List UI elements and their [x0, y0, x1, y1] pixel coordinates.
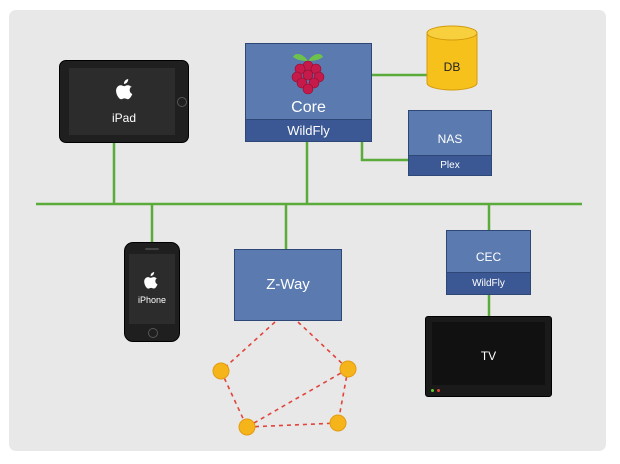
cec-runtime-label: WildFly	[472, 278, 505, 289]
iphone-label: iPhone	[137, 295, 167, 305]
cec-sub-label: WildFly	[447, 272, 530, 294]
zway-node: Z-Way	[234, 249, 342, 321]
apple-logo-icon	[116, 79, 133, 100]
db-node	[426, 25, 478, 91]
core-label: Core	[291, 99, 326, 116]
core-nas-link	[360, 142, 408, 162]
tv-screen	[432, 322, 545, 385]
cec-node: CEC WildFly	[446, 230, 531, 295]
nas-sub-label: Plex	[409, 155, 491, 175]
core-runtime-label: WildFly	[287, 123, 330, 138]
tv-power-light-green	[431, 389, 434, 392]
mesh-link	[220, 321, 276, 372]
core-node: Core WildFly	[245, 43, 372, 142]
zway-label: Z-Way	[266, 276, 310, 293]
tv-device: TV	[425, 316, 552, 397]
core-sub-label: WildFly	[246, 119, 371, 141]
mesh-link	[220, 370, 248, 428]
mesh-link	[246, 422, 339, 428]
mesh-link	[297, 321, 349, 370]
iphone-screen	[129, 254, 175, 324]
ipad-device: iPad	[59, 60, 189, 143]
ipad-label: iPad	[111, 111, 137, 125]
mesh-link	[337, 368, 349, 424]
zwave-device-node	[212, 362, 230, 380]
ipad-screen	[69, 68, 175, 135]
nas-node: NAS Plex	[408, 110, 492, 176]
zwave-device-node	[339, 360, 357, 378]
apple-logo-icon	[144, 272, 158, 289]
db-label: DB	[443, 60, 461, 74]
cec-label: CEC	[475, 250, 502, 264]
nas-label: NAS	[437, 132, 463, 146]
iphone-device: iPhone	[124, 242, 180, 342]
iphone-home-button	[148, 328, 158, 338]
zwave-device-node	[329, 414, 347, 432]
tv-power-light-red	[437, 389, 440, 392]
iphone-speaker	[145, 248, 159, 250]
plex-label: Plex	[440, 160, 460, 171]
raspberry-pi-icon	[291, 53, 325, 95]
zwave-device-node	[238, 418, 256, 436]
tv-label: TV	[480, 349, 497, 363]
ipad-home-button	[177, 97, 187, 107]
mesh-link	[246, 368, 349, 428]
